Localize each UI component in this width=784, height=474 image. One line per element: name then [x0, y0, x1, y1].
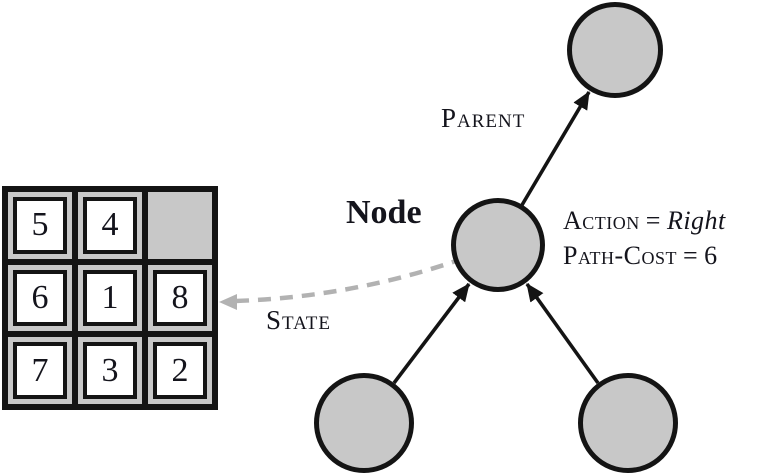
child-arrow-left: [392, 282, 471, 385]
tile-number: 6: [31, 278, 49, 316]
puzzle-tile: 6: [13, 269, 67, 327]
tile-number: 2: [171, 351, 189, 389]
puzzle-cell: 1: [78, 264, 142, 332]
puzzle-tile: 1: [83, 269, 137, 327]
state-label: State: [266, 305, 331, 335]
action-equals: =: [645, 206, 661, 235]
puzzle-cell: 6: [8, 264, 72, 332]
action-label: Action: [563, 206, 640, 235]
action-value: Right: [666, 206, 726, 235]
action-annotation: Action=Right: [563, 206, 726, 236]
tile-number: 4: [101, 206, 119, 244]
path-cost-equals: =: [682, 241, 699, 270]
puzzle-tile: 5: [13, 197, 67, 254]
tile-number: 3: [101, 351, 119, 389]
puzzle-tile: 7: [13, 342, 67, 399]
path-cost-annotation: Path-Cost=6: [563, 241, 718, 271]
child-node-right-circle: [578, 373, 678, 473]
puzzle-cell: 2: [148, 337, 212, 404]
child-node-left-circle: [314, 373, 414, 473]
state-arrowhead-icon: [219, 294, 237, 310]
puzzle-tile: 8: [153, 269, 207, 327]
puzzle-board: 5 4 6 1 8 7 3 2: [2, 186, 218, 410]
puzzle-cell: 8: [148, 264, 212, 332]
parent-label: Parent: [441, 103, 526, 133]
tile-number: 1: [101, 278, 119, 316]
parent-arrow: [520, 91, 591, 206]
puzzle-tile: 3: [83, 342, 137, 399]
path-cost-label: Path-Cost: [563, 241, 677, 270]
puzzle-tile: 2: [153, 342, 207, 399]
state-arrow: [235, 258, 457, 304]
puzzle-tile: 4: [83, 197, 137, 254]
puzzle-cell: 5: [8, 192, 72, 259]
puzzle-cell: 3: [78, 337, 142, 404]
puzzle-cell: 4: [78, 192, 142, 259]
current-node-circle: [451, 198, 545, 292]
parent-node-circle: [567, 2, 663, 98]
tile-number: 5: [31, 206, 49, 244]
puzzle-cell-blank: [148, 192, 212, 259]
node-label: Node: [346, 194, 422, 231]
child-arrow-right: [525, 282, 600, 385]
tile-number: 8: [171, 278, 189, 316]
path-cost-value: 6: [704, 241, 718, 270]
puzzle-cell: 7: [8, 337, 72, 404]
tile-number: 7: [31, 351, 49, 389]
